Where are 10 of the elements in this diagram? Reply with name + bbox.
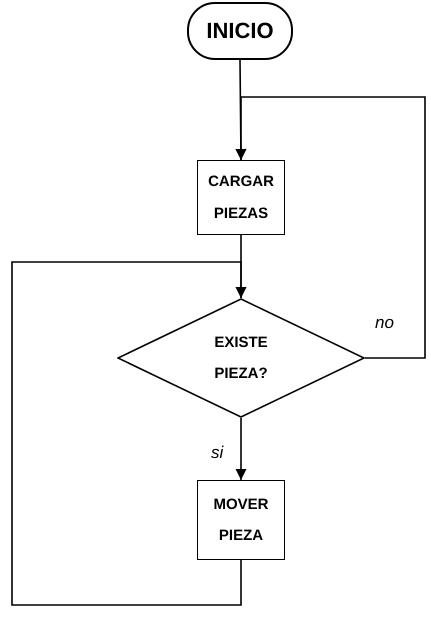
node-text: INICIO — [206, 16, 274, 45]
node-text: EXISTE PIEZA? — [213, 332, 269, 384]
node-text: MOVER PIEZA — [212, 494, 270, 546]
arrow — [235, 418, 247, 480]
node-text: CARGAR PIEZAS — [207, 172, 275, 224]
arrow — [11, 261, 247, 606]
start-terminal — [187, 2, 293, 60]
arrow — [235, 96, 426, 359]
process-box — [197, 480, 285, 560]
process-box — [197, 160, 285, 235]
